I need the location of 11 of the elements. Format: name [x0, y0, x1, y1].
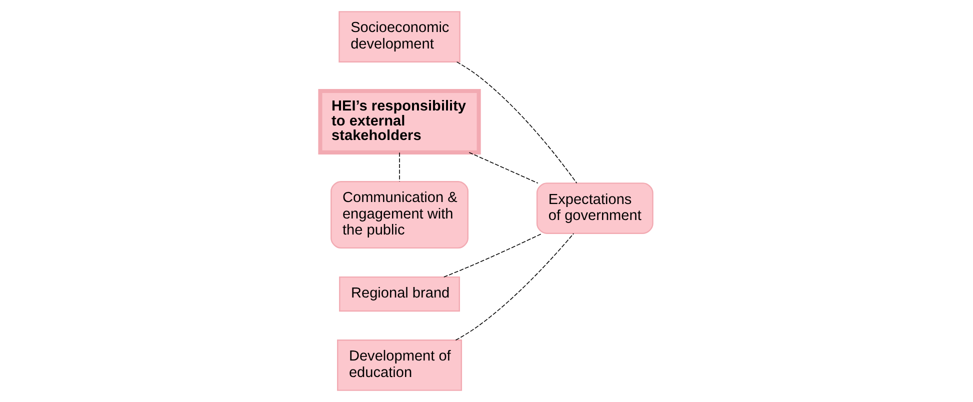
connector: [468, 152, 538, 184]
node-box: Development of education: [337, 340, 462, 391]
node-box: Socioeconomic development: [338, 11, 460, 62]
connector: [455, 233, 574, 341]
connector: [399, 152, 400, 182]
node-box: HEI’s responsibility to external stakeholders: [318, 88, 481, 154]
connector: [444, 233, 543, 278]
connector: [456, 62, 578, 184]
node-box: Regional brand: [339, 276, 460, 312]
node-box: Communication & engagement with the public: [330, 180, 468, 249]
node-box: Expectations of government: [536, 182, 654, 234]
